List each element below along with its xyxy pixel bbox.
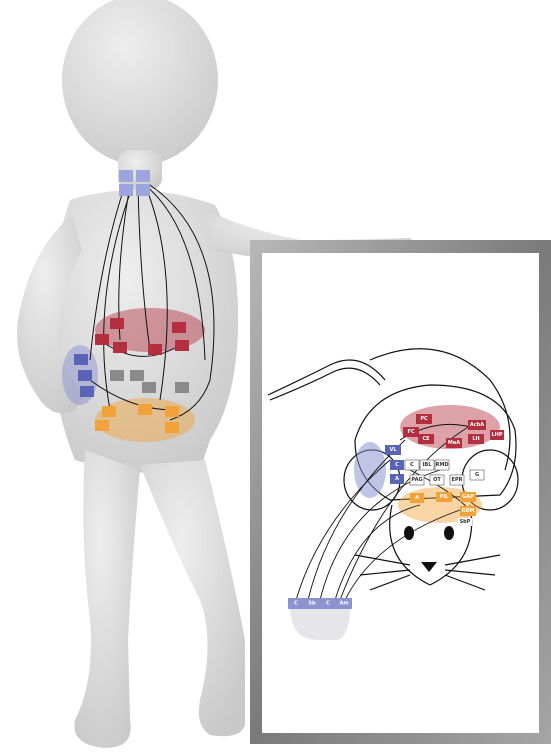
- mouse-eye-right: [444, 526, 454, 540]
- svg-text:AcbA: AcbA: [470, 422, 484, 428]
- figure-right-leg: [140, 460, 245, 736]
- board-surface: [262, 253, 539, 733]
- figure-head: [62, 0, 218, 165]
- svg-text:EPR: EPR: [452, 477, 463, 483]
- svg-text:PIL: PIL: [440, 494, 450, 500]
- svg-text:RDM: RDM: [462, 508, 475, 514]
- mouse-eye-left: [404, 526, 414, 540]
- figure-left-leg: [74, 450, 140, 748]
- svg-text:A: A: [395, 476, 399, 482]
- svg-text:CE: CE: [422, 436, 430, 442]
- svg-text:G: G: [475, 472, 479, 478]
- svg-text:IBL: IBL: [423, 462, 433, 468]
- svg-text:A: A: [415, 495, 419, 501]
- board: [250, 240, 551, 744]
- svg-text:MeA: MeA: [448, 440, 460, 446]
- svg-text:SbP: SbP: [460, 519, 471, 525]
- svg-text:Sb: Sb: [308, 601, 316, 607]
- svg-text:FC: FC: [407, 429, 414, 435]
- svg-text:OT: OT: [433, 477, 441, 483]
- svg-text:C: C: [326, 601, 330, 607]
- svg-text:PAG: PAG: [411, 477, 422, 483]
- board-bottom-nodes: C Sb C Am: [288, 598, 352, 609]
- svg-text:LH: LH: [472, 436, 479, 442]
- svg-text:C: C: [294, 601, 298, 607]
- svg-text:RMD: RMD: [436, 462, 449, 468]
- svg-text:LHP: LHP: [491, 432, 502, 438]
- svg-text:Am: Am: [339, 601, 348, 607]
- svg-text:C: C: [395, 462, 399, 468]
- svg-text:C: C: [410, 462, 414, 468]
- svg-text:PC: PC: [420, 416, 428, 422]
- svg-text:VL: VL: [389, 447, 397, 453]
- svg-text:GAP: GAP: [462, 494, 474, 500]
